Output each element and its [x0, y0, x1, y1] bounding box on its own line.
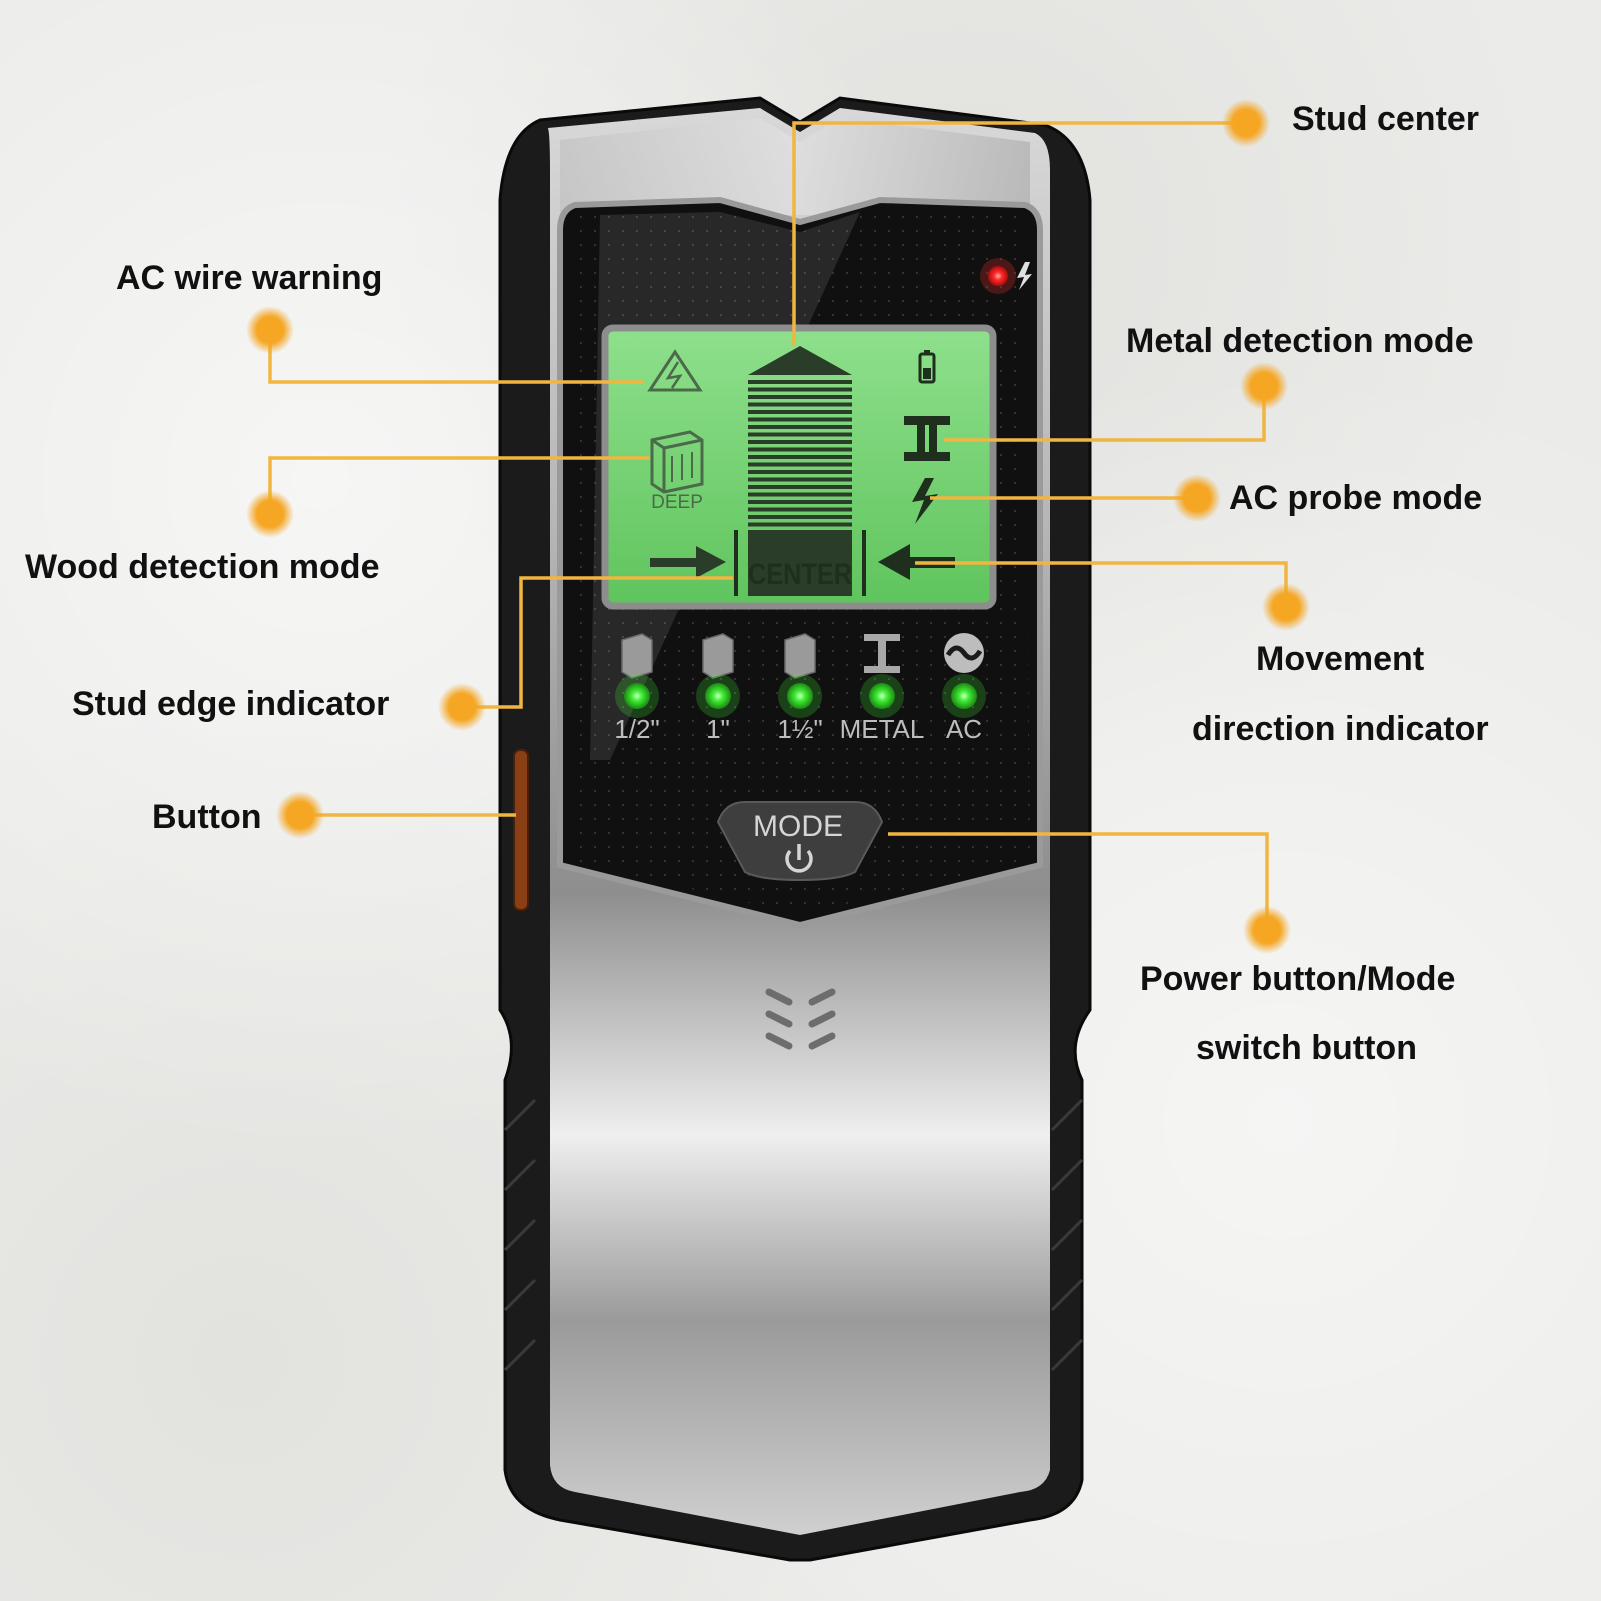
- label-power-mode-line2: switch button: [1196, 1029, 1417, 1067]
- mode-power-button[interactable]: MODE: [716, 801, 884, 882]
- callout-dot: [1252, 374, 1276, 398]
- ac-warning-lightning-icon: [1017, 262, 1032, 290]
- green-led: [951, 683, 977, 709]
- label-stud-center: Stud center: [1292, 100, 1480, 138]
- led-indicator-row: 1/2" 1" 1½" METAL AC: [614, 633, 986, 744]
- stud-bar: [748, 492, 852, 497]
- stud-bar: [748, 395, 852, 399]
- side-grip-lines: [503, 1098, 1084, 1372]
- i-beam-icon: [904, 416, 950, 461]
- label-stud-edge-indicator: Stud edge indicator: [72, 685, 390, 723]
- wood-block-icon: [650, 430, 704, 494]
- label-ac-probe-mode: AC probe mode: [1229, 479, 1483, 517]
- led-label: 1": [706, 714, 730, 744]
- lcd-stud-center-graph: [734, 346, 866, 596]
- callout-dots: [246, 99, 1310, 954]
- stud-bar: [748, 500, 852, 504]
- lightning-icon: [912, 478, 938, 524]
- stud-bar: [748, 387, 852, 392]
- label-wood-detection-mode: Wood detection mode: [25, 548, 380, 586]
- arrow-right-icon: [650, 546, 726, 578]
- warning-triangle-icon: [647, 349, 703, 392]
- green-led: [705, 683, 731, 709]
- mode-label: MODE: [753, 810, 843, 843]
- stud-bar: [748, 380, 852, 384]
- stud-bar: [748, 440, 852, 444]
- speaker-grille: [765, 988, 836, 1050]
- callout-dot: [450, 695, 474, 719]
- stud-bar: [748, 432, 852, 437]
- stud-bar: [748, 477, 852, 482]
- led-label: METAL: [840, 714, 925, 744]
- stud-bar: [748, 447, 852, 452]
- battery-icon: [918, 350, 936, 384]
- callout-dot: [1185, 486, 1209, 510]
- stud-bar: [748, 417, 852, 422]
- label-ac-wire-warning: AC wire warning: [116, 259, 383, 297]
- callout-dot: [288, 803, 312, 827]
- stud-bar: [748, 425, 852, 429]
- callout-dot: [1274, 595, 1298, 619]
- stud-bar: [748, 522, 852, 527]
- callout-dot: [1255, 918, 1279, 942]
- led-label: 1/2": [614, 714, 659, 744]
- lcd-center-label: CENTER: [748, 558, 852, 591]
- stud-finder-device: DEEP CENTER: [498, 96, 1092, 1562]
- label-metal-detection-mode: Metal detection mode: [1126, 322, 1474, 360]
- stud-bar: [748, 470, 852, 474]
- power-icon: [785, 844, 813, 873]
- green-led: [624, 683, 650, 709]
- i-beam-icon: [864, 634, 900, 673]
- label-movement-direction-line2: direction indicator: [1192, 710, 1489, 748]
- wood-block-icon: [621, 633, 816, 679]
- led-label: 1½": [777, 714, 822, 744]
- stud-bar: [748, 515, 852, 519]
- stud-bar: [748, 410, 852, 414]
- label-button: Button: [152, 798, 262, 836]
- label-power-mode-line1: Power button/Mode: [1140, 960, 1456, 998]
- green-led: [787, 683, 813, 709]
- led-label: AC: [946, 714, 982, 744]
- stud-bar: [748, 455, 852, 459]
- stud-bar: [748, 507, 852, 512]
- stud-bar: [748, 485, 852, 489]
- callout-dot: [258, 502, 282, 526]
- stud-bar: [748, 530, 852, 596]
- stud-bar: [748, 462, 852, 467]
- label-movement-direction-line1: Movement: [1256, 640, 1425, 678]
- callout-dot: [258, 318, 282, 342]
- ac-wave-icon: [944, 633, 984, 673]
- side-button[interactable]: [513, 749, 529, 911]
- ac-warning-led: [988, 266, 1008, 286]
- callout-dot: [1234, 111, 1258, 135]
- green-led: [869, 683, 895, 709]
- lcd-screen: [601, 324, 997, 610]
- stud-bar: [748, 402, 852, 407]
- lcd-deep-label: DEEP: [651, 492, 703, 513]
